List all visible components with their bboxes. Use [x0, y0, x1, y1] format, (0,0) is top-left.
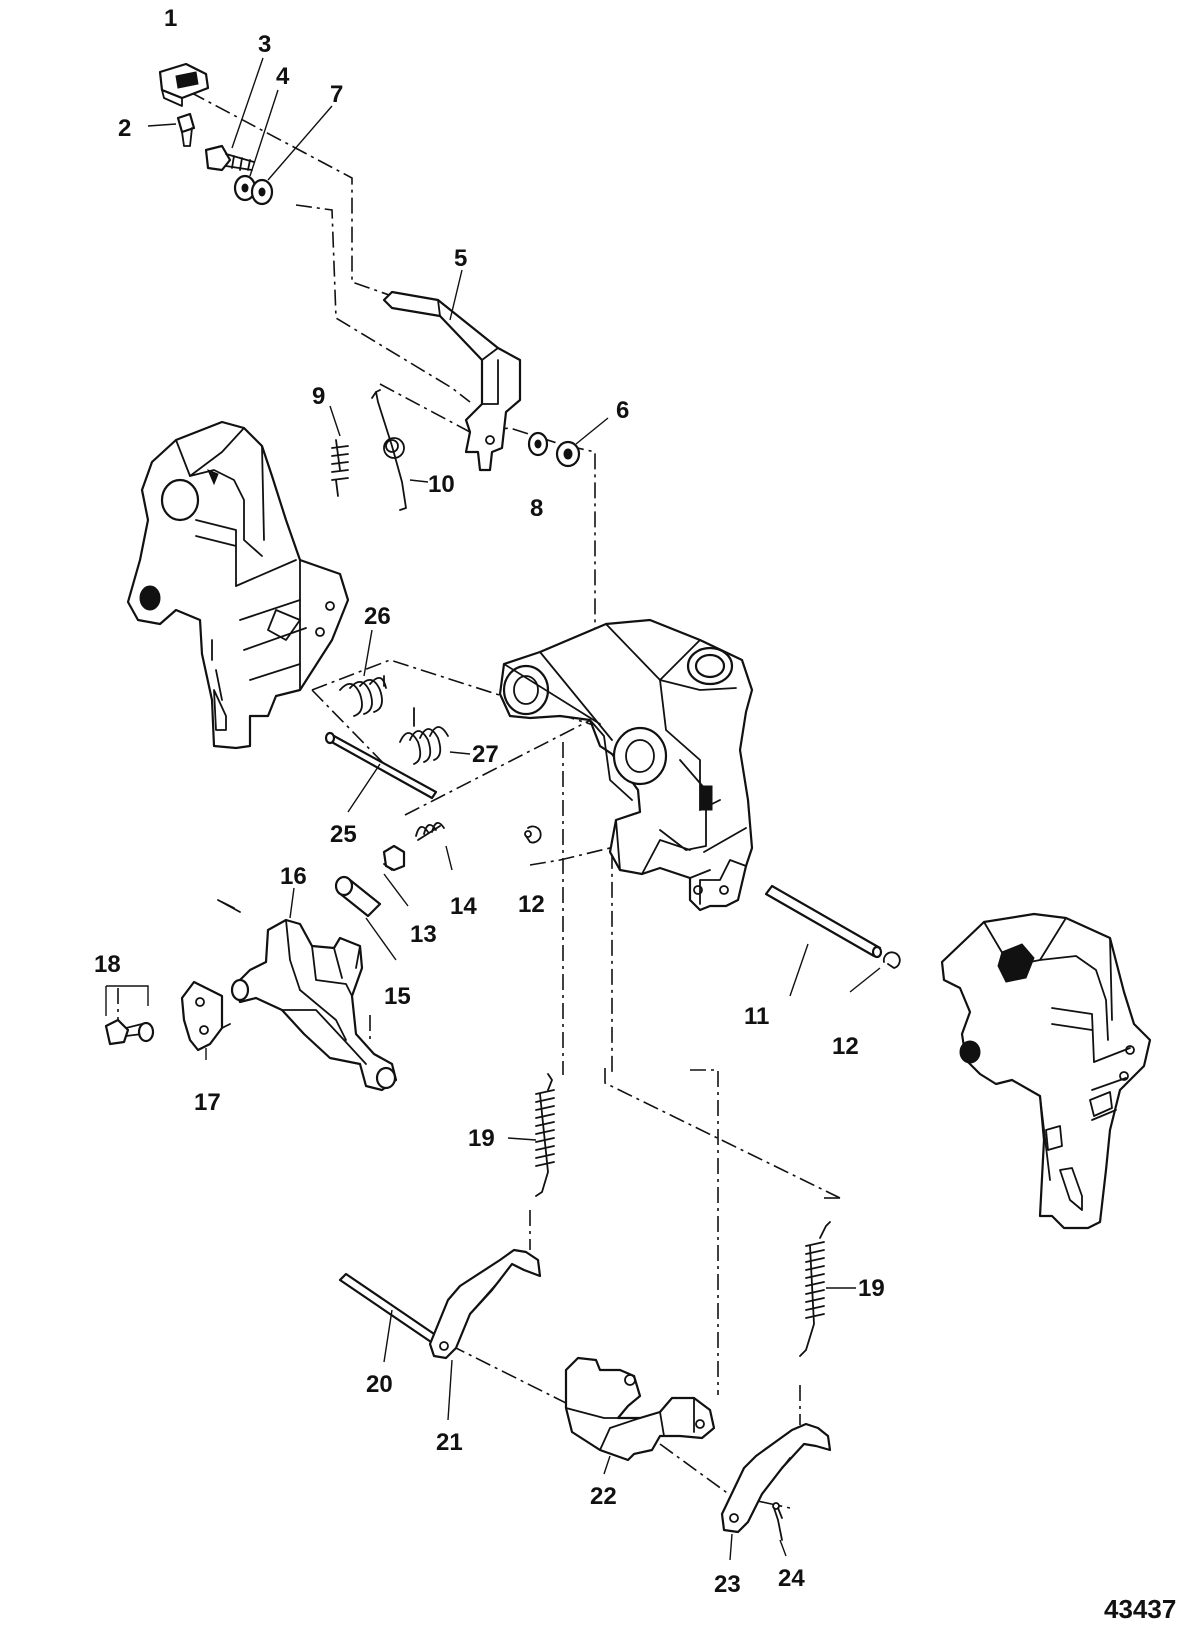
callout-19-right: 19 [858, 1275, 885, 1302]
callout-19-left: 19 [468, 1125, 495, 1152]
callout-26: 26 [364, 603, 391, 630]
part-11-pin [764, 884, 883, 997]
part-27-spring [399, 707, 471, 765]
callout-17: 17 [194, 1089, 221, 1116]
figure-number: 43437 [1104, 1594, 1176, 1624]
callout-21: 21 [436, 1429, 463, 1456]
part-24-cotter-pin [772, 1502, 787, 1557]
callout-3: 3 [258, 31, 271, 58]
part-19-spring-right [799, 1221, 856, 1357]
part-2-screw [147, 112, 196, 147]
part-8-washer [527, 431, 549, 457]
callout-labels: 1 2 3 4 5 6 7 8 9 10 11 12 12 13 14 15 1… [94, 5, 885, 1598]
part-22-bracket [564, 1356, 716, 1475]
callout-4: 4 [276, 63, 290, 90]
callout-11: 11 [744, 1003, 769, 1030]
part-10-torsion-spring [371, 389, 429, 511]
part-23-lever [720, 1422, 832, 1561]
callout-12-lower: 12 [832, 1033, 859, 1060]
callout-14: 14 [450, 893, 477, 920]
callout-23: 23 [714, 1571, 741, 1598]
callout-12-upper: 12 [518, 891, 545, 918]
part-14-spring [415, 822, 453, 871]
callout-22: 22 [590, 1483, 617, 1510]
part-6-washer [555, 417, 609, 468]
callout-7: 7 [330, 81, 343, 108]
part-12-clip-lower [849, 951, 901, 993]
part-21-lever [428, 1248, 542, 1421]
callout-1: 1 [164, 5, 177, 32]
callout-8: 8 [530, 495, 543, 522]
part-15-sleeve [334, 875, 397, 961]
part-3-bolt [204, 57, 264, 172]
part-19-spring-left [507, 1073, 555, 1197]
right-clamp-bracket [940, 912, 1152, 1230]
callout-15: 15 [384, 983, 411, 1010]
callout-18: 18 [94, 951, 121, 978]
part-9-spring [329, 405, 349, 497]
swivel-bracket [498, 618, 754, 912]
callout-24: 24 [778, 1565, 805, 1592]
part-18-bolt [104, 985, 155, 1046]
callout-27: 27 [472, 741, 499, 768]
part-17-plate [180, 980, 231, 1060]
callout-10: 10 [428, 471, 455, 498]
callout-13: 13 [410, 921, 437, 948]
part-5-bracket [382, 269, 522, 472]
callout-25: 25 [330, 821, 357, 848]
callout-16: 16 [280, 863, 307, 890]
callout-20: 20 [366, 1371, 393, 1398]
callout-5: 5 [454, 245, 467, 272]
part-1-cap [158, 62, 210, 107]
left-clamp-bracket [126, 420, 350, 750]
part-25-pin [324, 731, 438, 813]
part-16-tilt-lever [217, 887, 398, 1092]
part-7-washer [250, 105, 333, 206]
callout-2: 2 [118, 115, 131, 142]
callout-9: 9 [312, 383, 325, 410]
callout-6: 6 [616, 397, 629, 424]
part-13-plunger [382, 844, 409, 907]
part-20-pin [338, 1272, 445, 1363]
part-26-spring [339, 629, 387, 717]
part-12-clip-upper [524, 825, 542, 844]
